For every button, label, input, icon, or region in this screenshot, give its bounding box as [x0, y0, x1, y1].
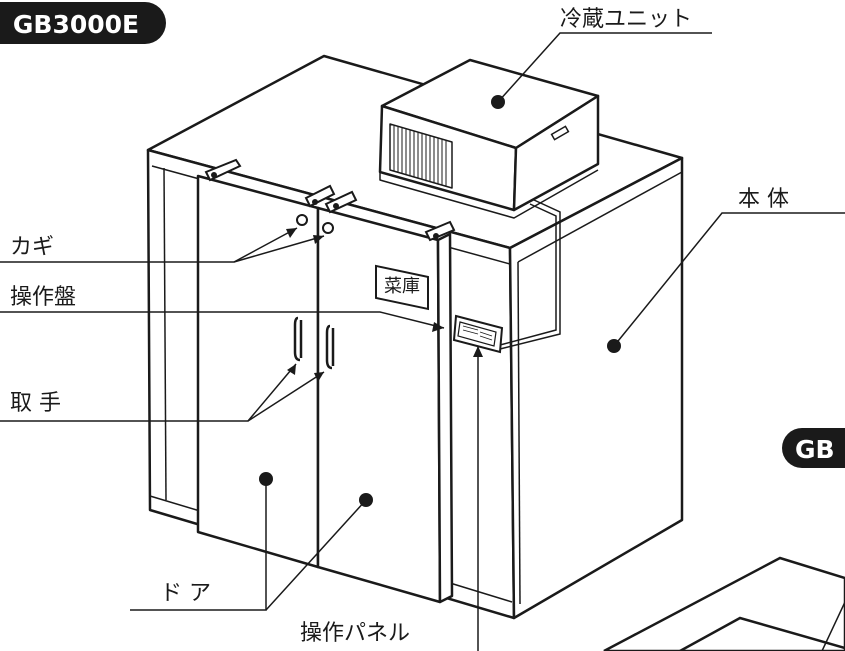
leader-dots — [259, 95, 621, 507]
model-badge-gb3000e: GB3000E — [0, 2, 166, 44]
label-key: カギ — [10, 235, 54, 260]
doors — [196, 174, 454, 604]
label-cooling-unit: 冷蔵ユニット — [560, 7, 692, 32]
leader-arrowheads — [286, 228, 483, 382]
label-handle: 取 手 — [10, 391, 61, 416]
model-badge-text: GB3000E — [13, 10, 139, 39]
name-plate-text: 菜庫 — [384, 276, 420, 297]
label-body: 本 体 — [738, 187, 789, 212]
refrigerant-pipe — [499, 203, 557, 346]
model-badge-gb-text: GB — [795, 435, 835, 464]
label-door: ド ア — [160, 581, 211, 606]
leader-lines — [0, 32, 845, 651]
label-control-board: 操作盤 — [10, 285, 76, 310]
cooling-unit-grille — [393, 125, 447, 186]
cooling-unit-vent-slot — [550, 125, 570, 141]
name-plate: 菜庫 — [375, 264, 429, 311]
second-unit-partial — [603, 556, 845, 651]
model-badge-gb: GB — [782, 428, 845, 468]
left-door — [196, 174, 320, 569]
door-handles — [293, 316, 335, 370]
label-control-panel: 操作パネル — [300, 621, 410, 646]
key-locks — [296, 214, 334, 234]
